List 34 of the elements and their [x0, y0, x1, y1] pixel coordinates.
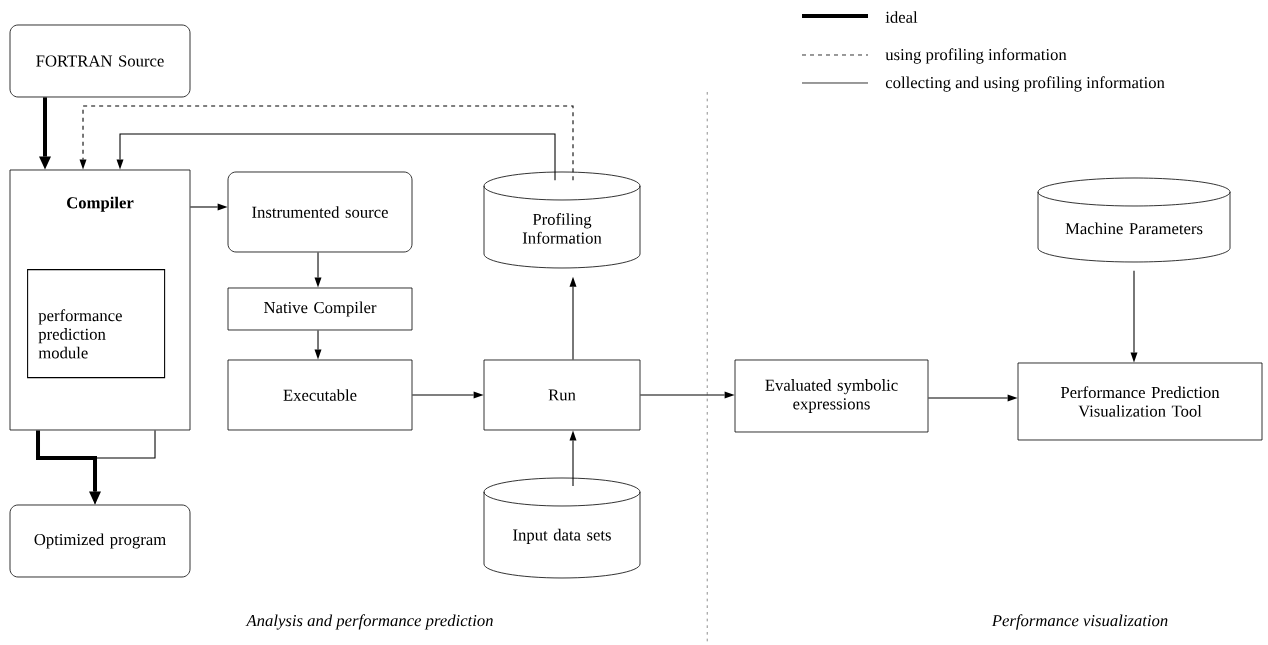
arrow: [314, 329, 322, 360]
arrow: [189, 203, 228, 211]
arrow: [91, 429, 156, 505]
module-box: performance prediction module: [27, 269, 166, 379]
arrow: [569, 276, 577, 361]
arrow: [927, 394, 1018, 402]
rounded-box: FORTRAN Source: [9, 24, 191, 98]
process-box: Run: [483, 359, 641, 431]
process-box: Performance Prediction Visualization Tool: [1017, 362, 1263, 441]
arrow: [39, 97, 51, 170]
database-cylinder: Machine Parameters: [1037, 177, 1231, 263]
arrow: [314, 251, 322, 288]
arrow: [639, 391, 735, 399]
node-label: Input data sets: [513, 528, 611, 544]
node-label: Profiling Information: [522, 213, 602, 244]
legend-text: collecting and using profiling information: [885, 76, 1165, 92]
legend-text: ideal: [885, 11, 918, 23]
arrow: [569, 430, 577, 487]
database-cylinder: Input data sets: [483, 477, 641, 579]
arrow: [36, 430, 101, 505]
node-label: Machine Parameters: [1065, 222, 1203, 235]
arrow: [1130, 270, 1138, 363]
arrow: [411, 391, 484, 399]
process-box: Native Compiler: [227, 287, 413, 331]
arrow: [79, 105, 574, 181]
database-cylinder: Profiling Information: [483, 171, 641, 269]
process-box: Evaluated symbolic expressions: [734, 359, 929, 433]
rounded-box: Optimized program: [9, 504, 191, 578]
arrow: [116, 133, 556, 181]
legend-text: using profiling information: [885, 48, 1067, 64]
section-caption: Performance visualization: [991, 614, 1168, 630]
section-caption: Analysis and performance prediction: [245, 614, 493, 630]
rounded-box: Instrumented source: [227, 171, 413, 253]
process-box: Executable: [227, 359, 413, 431]
